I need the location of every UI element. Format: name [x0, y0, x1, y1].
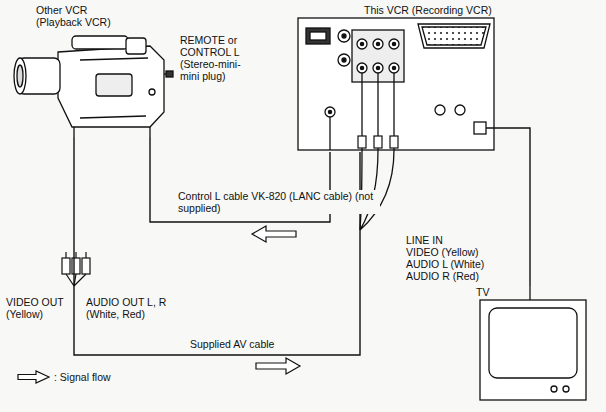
tv: TV [470, 286, 588, 404]
jack-label: AUDIO L (White) [404, 258, 518, 270]
jack-label: REMOTE or CONTROL L (Stereo-mini-mini pl… [178, 34, 256, 82]
legend-arrow-sample [16, 370, 50, 384]
camcorder [14, 36, 173, 137]
device-heading: Other VCR (Playback VCR) [36, 4, 128, 28]
device-heading: TV [476, 286, 500, 298]
cable-label: Control L cable VK-820 (LANC cable) (not… [176, 190, 380, 214]
cable-label: Supplied AV cable [188, 338, 302, 350]
jack-label: VIDEO OUT (Yellow) [4, 296, 72, 320]
jack-label: VIDEO (Yellow) [404, 246, 518, 258]
jack-label: AUDIO R (Red) [404, 270, 518, 282]
vcr-back-panel [298, 18, 494, 150]
legend: : Signal flow [16, 370, 111, 384]
device-heading: This VCR (Recording VCR) [364, 4, 492, 16]
playback-camcorder: Other VCR (Playback VCR) [14, 2, 172, 137]
legend-text: : Signal flow [54, 371, 111, 383]
tv-set [480, 286, 586, 400]
cable [74, 137, 360, 355]
jack-label: AUDIO OUT L, R (White, Red) [84, 296, 184, 320]
rca-plugs [62, 136, 398, 286]
recording-vcr: This VCR (Recording VCR) [298, 2, 494, 152]
input-label: LINE IN [404, 234, 508, 246]
